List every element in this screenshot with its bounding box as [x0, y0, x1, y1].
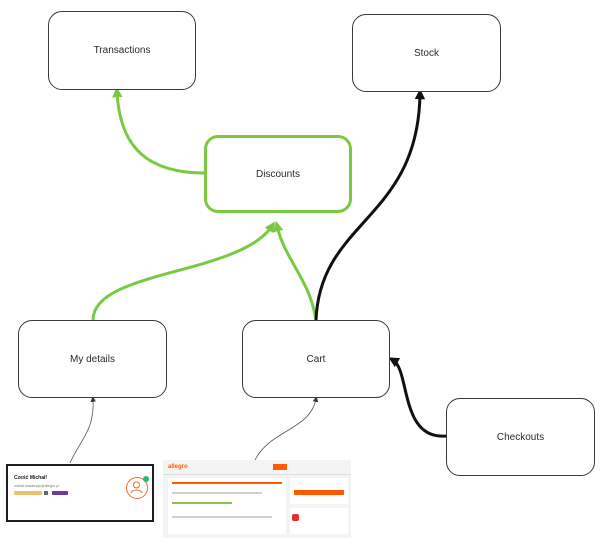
avatar [126, 477, 148, 499]
node-discounts[interactable]: Discounts [204, 135, 352, 213]
node-cart[interactable]: Cart [242, 320, 390, 398]
node-stock[interactable]: Stock [352, 14, 501, 92]
node-transactions-label: Transactions [93, 45, 151, 56]
header-divider [163, 474, 351, 475]
cart-items-panel [168, 478, 286, 534]
edge-cartpage-cart [254, 396, 319, 461]
profile-badge [14, 491, 42, 495]
node-my-details[interactable]: My details [18, 320, 167, 398]
checkout-button [294, 490, 344, 495]
edge-cart-stock [314, 88, 426, 321]
node-checkouts[interactable]: Checkouts [446, 398, 595, 476]
edge-checkouts-cart [388, 357, 447, 438]
edge-profile-mydetails [69, 396, 96, 464]
user-icon [130, 481, 143, 494]
allegro-logo: allegro [168, 464, 188, 470]
node-discounts-label: Discounts [256, 168, 300, 180]
profile-badge-separator [44, 491, 48, 495]
edge-mydetails-discounts [91, 221, 275, 321]
header-button [273, 464, 287, 470]
node-cart-label: Cart [306, 353, 326, 365]
cart-row-line [172, 492, 262, 494]
node-my-details-label: My details [69, 353, 115, 365]
node-transactions[interactable]: Transactions [48, 11, 196, 90]
edge-cart-discounts [273, 220, 318, 321]
heart-icon [292, 514, 299, 521]
node-stock-label: Stock [413, 47, 439, 59]
summary-panel [290, 478, 348, 504]
verified-check-icon [143, 476, 149, 482]
cart-row-line [172, 516, 272, 518]
cart-page-thumbnail: allegro [163, 460, 351, 538]
node-checkouts-label: Checkouts [496, 431, 545, 443]
profile-smart-badge [52, 491, 68, 495]
profile-card-thumbnail: Cześć Michał! michal.kowalczyk@allegro.p… [6, 464, 154, 522]
cart-tabs-line [172, 482, 282, 484]
profile-email: michal.kowalczyk@allegro.pl [14, 484, 59, 488]
cart-row-line [172, 502, 232, 504]
profile-greeting: Cześć Michał! [14, 475, 48, 481]
promo-panel [290, 508, 348, 534]
edge-discounts-transactions [112, 86, 206, 175]
